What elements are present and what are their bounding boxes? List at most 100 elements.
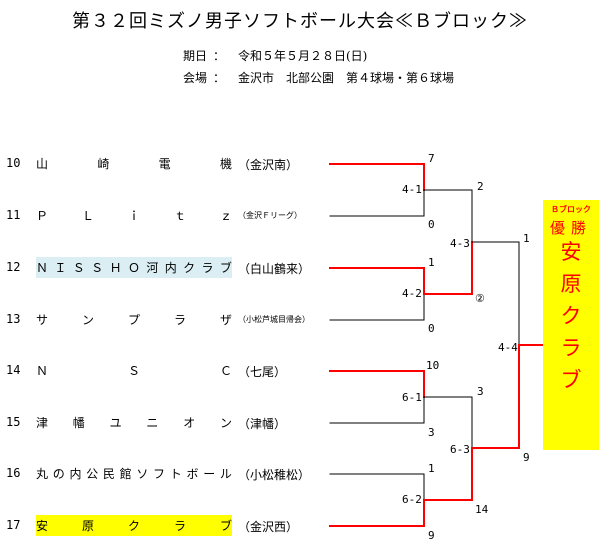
team-name-char: ン: [81, 313, 94, 327]
result-team-12: 1: [428, 256, 435, 269]
team-name-char: Ｈ: [109, 261, 122, 275]
team-name-char: ボ: [186, 467, 199, 481]
result-r2-top-2: ②: [475, 292, 485, 305]
champion-name-char: ラ: [560, 336, 582, 360]
team-name-char: ク: [183, 261, 196, 275]
team-name-char: ト: [169, 467, 182, 481]
team-name-char: 機: [219, 157, 232, 171]
result-team-14: 10: [426, 359, 440, 372]
championship-label: 優勝: [549, 219, 592, 237]
team-name-char: ブ: [219, 261, 232, 275]
match-score-final: 4-4: [498, 341, 518, 354]
team-name-char: Ｎ: [36, 364, 49, 378]
team-name-char: 丸: [36, 467, 49, 481]
result-semi-bottom: 9: [523, 451, 530, 464]
team-affiliation: （津幡）: [238, 417, 287, 431]
team-number: 13: [6, 312, 21, 326]
result-team-17: 9: [428, 529, 435, 542]
team-name-char: ル: [219, 467, 232, 481]
team-name-char: フ: [153, 467, 166, 481]
team-name-char: Ｌ: [81, 209, 94, 223]
team-affiliation: （白山鶴来）: [238, 262, 311, 276]
team-name-char: 原: [81, 519, 94, 533]
team-name-char: Ｃ: [219, 364, 232, 378]
team-name-char: ン: [219, 416, 232, 430]
team-name-char: ユ: [109, 416, 122, 430]
team-name: 丸の内公民館ソフトボール: [36, 463, 232, 484]
match-score-r2-m1: 4-3: [450, 237, 470, 250]
team-name-char: ラ: [173, 313, 186, 327]
team-number: 14: [6, 363, 21, 377]
result-team-11: 0: [428, 218, 435, 231]
team-name-char: ラ: [201, 261, 214, 275]
team-name-char: ニ: [146, 416, 159, 430]
match-score-r1-m4: 6-2: [402, 493, 422, 506]
team-name: サンプラザ: [36, 309, 232, 330]
date-value: 令和５年５月２８日(日): [238, 49, 368, 63]
team-name-char: ｚ: [219, 209, 232, 223]
result-r2-bottom-2: 14: [475, 503, 489, 516]
team-name-char: 公: [86, 467, 99, 481]
team-name-char: 民: [102, 467, 115, 481]
team-name-char: Ｉ: [54, 261, 67, 275]
result-r2-top-1: 2: [477, 180, 484, 193]
team-name-char: ク: [127, 519, 140, 533]
team-name-char: ザ: [219, 313, 232, 327]
team-name-char: 津: [36, 416, 49, 430]
team-affiliation: （小松稚松）: [238, 468, 311, 482]
team-name: 安原クラブ: [36, 515, 232, 536]
result-r2-bottom-1: 3: [477, 385, 484, 398]
champion-name-char: 原: [560, 272, 582, 296]
team-affiliation: （小松芦城目帰会）: [238, 315, 310, 324]
team-name-char: Ｏ: [127, 261, 140, 275]
match-score-r1-m1: 4-1: [402, 183, 422, 196]
team-number: 16: [6, 466, 21, 480]
champion-name-char: ク: [560, 304, 582, 328]
result-team-10: 7: [428, 152, 435, 165]
team-name-char: 館: [119, 467, 132, 481]
team-name-char: Ｓ: [91, 261, 104, 275]
team-name-char: Ｐ: [36, 209, 49, 223]
team-name-char: 電: [158, 157, 171, 171]
team-number: 11: [6, 208, 21, 222]
team-number: 17: [6, 518, 21, 532]
team-name-char: ブ: [219, 519, 232, 533]
team-name-char: ｉ: [127, 209, 140, 223]
block-label: Ｂブロック: [551, 205, 591, 214]
team-name-char: プ: [127, 313, 140, 327]
team-name-char: Ｓ: [127, 364, 140, 378]
team-name-char: ｔ: [173, 209, 186, 223]
team-number: 15: [6, 415, 21, 429]
result-team-16: 1: [428, 462, 435, 475]
venue-colon: ：: [213, 71, 226, 85]
team-name-char: Ｎ: [36, 261, 49, 275]
champion-name-char: 安: [560, 240, 582, 264]
team-name-char: ソ: [136, 467, 149, 481]
team-name-char: ラ: [173, 519, 186, 533]
team-name-char: オ: [183, 416, 196, 430]
team-name: 津幡ユニオン: [36, 412, 232, 433]
result-team-13: 0: [428, 322, 435, 335]
team-name-char: ー: [203, 467, 216, 481]
match-score-r1-m3: 6-1: [402, 391, 422, 404]
date-label: 期日: [183, 49, 208, 63]
match-score-r2-m2: 6-3: [450, 443, 470, 456]
champion-name-char: ブ: [560, 368, 582, 392]
team-name-char: サ: [36, 313, 49, 327]
winner-box: Ｂブロック 優勝 安原クラブ: [543, 200, 599, 450]
team-name-char: 山: [36, 157, 49, 171]
team-name-char: 幡: [72, 416, 85, 430]
match-score-r1-m2: 4-2: [402, 287, 422, 300]
result-semi-top: 1: [523, 232, 530, 245]
team-affiliation: （金沢南）: [238, 158, 299, 172]
result-team-15: 3: [428, 426, 435, 439]
team-name-char: 内: [164, 261, 177, 275]
team-name-char: 崎: [97, 157, 110, 171]
champion-name: 安原クラブ: [543, 236, 599, 396]
team-name-char: 安: [36, 519, 49, 533]
team-name-char: 河: [146, 261, 159, 275]
team-name-char: の: [52, 467, 65, 481]
